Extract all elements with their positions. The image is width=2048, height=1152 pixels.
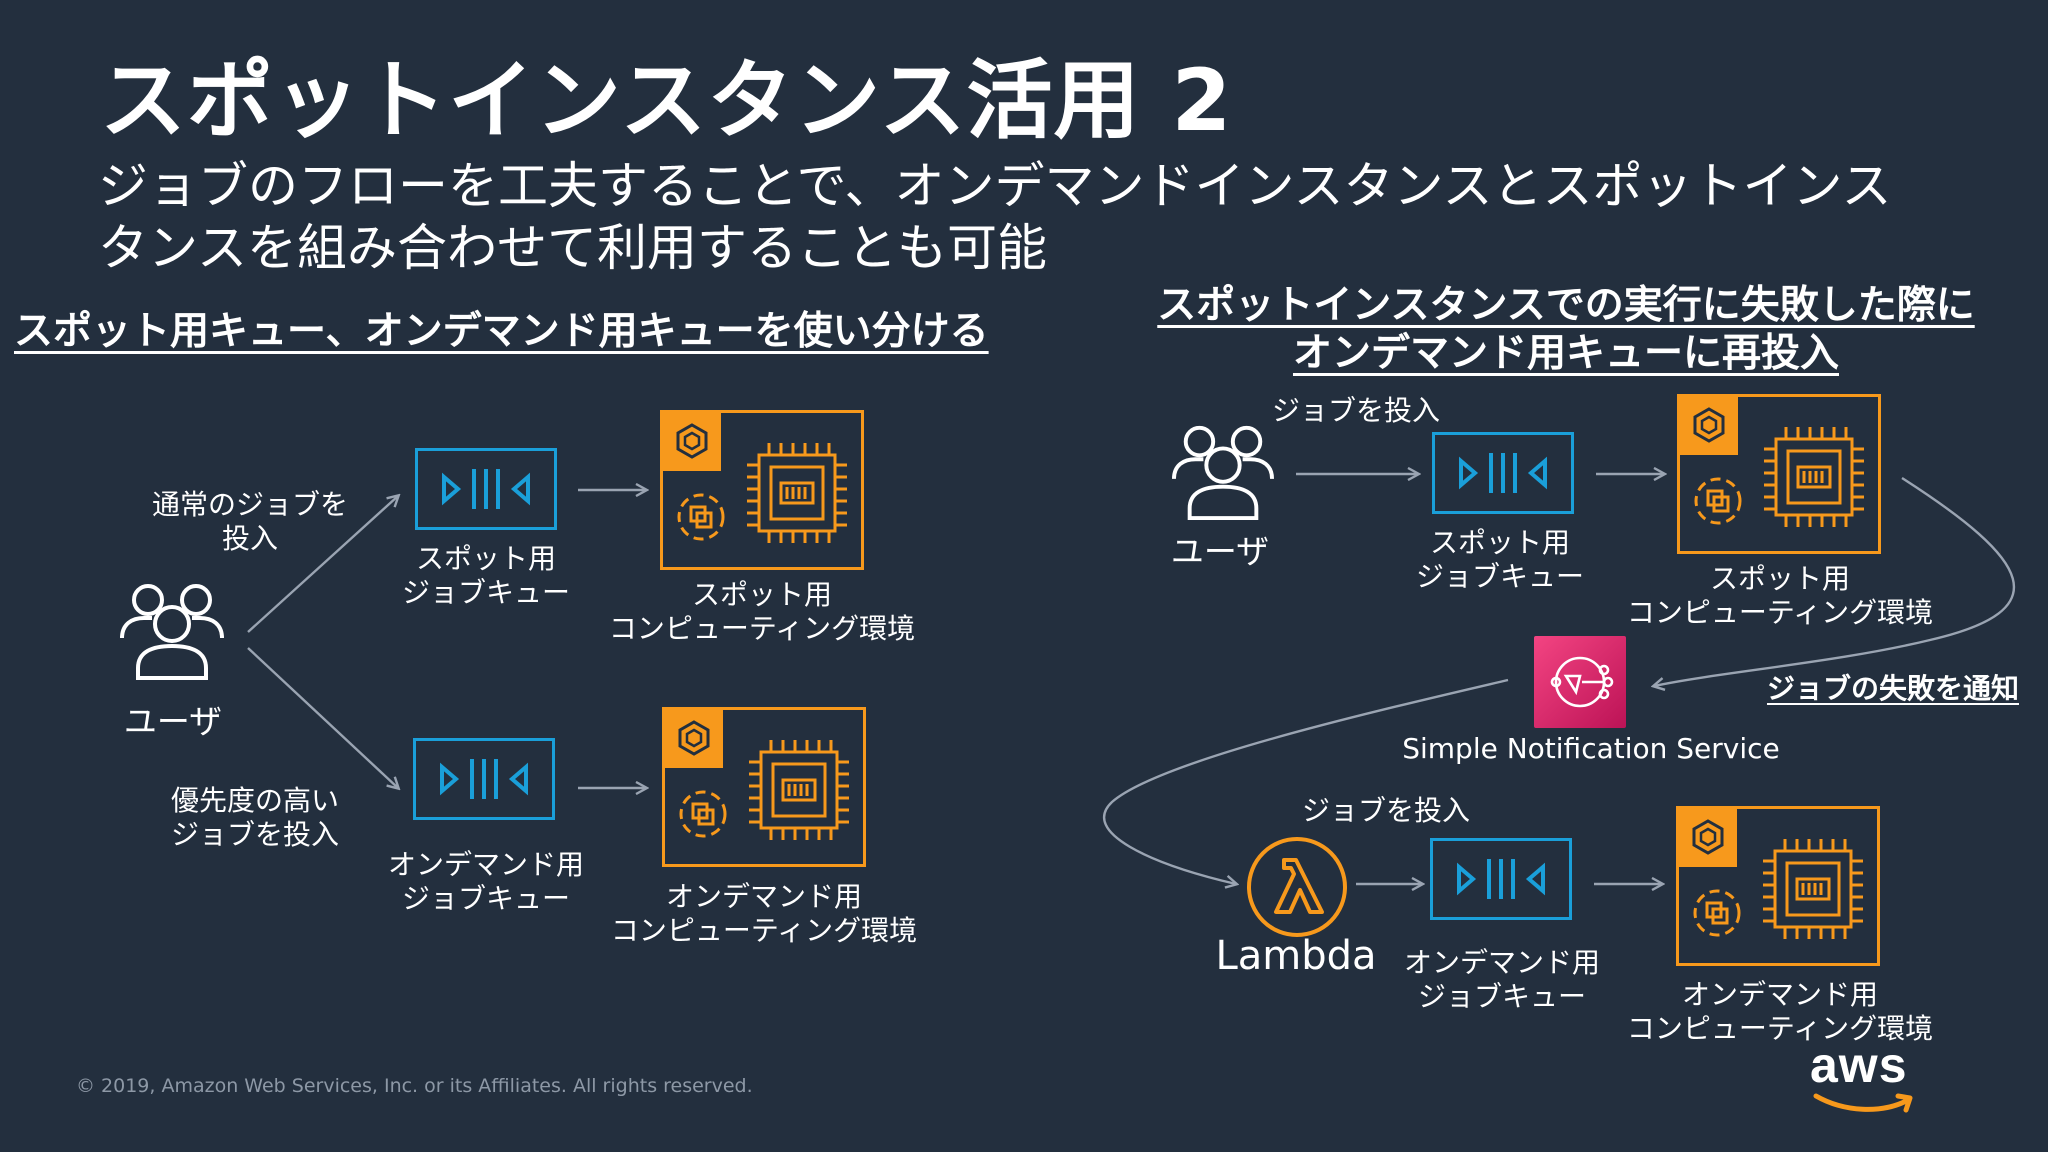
right-od-env-label-1: オンデマンド用 — [1681, 978, 1878, 1011]
left-top-arrow-label-1: 通常のジョブを — [151, 488, 348, 521]
aws-logo: aws — [1810, 1040, 1920, 1120]
left-bottom-arrow-label-2: ジョブを投入 — [170, 818, 339, 851]
subtitle-line-2: タンスを組み合わせて利用することも可能 — [98, 219, 1047, 277]
left-user-label: ユーザ — [123, 702, 223, 741]
batch-compute-env-icon — [660, 410, 864, 570]
copyright-text: © 2019, Amazon Web Services, Inc. or its… — [76, 1075, 753, 1097]
left-top-arrow-label: 通常のジョブを 投入 — [140, 488, 360, 556]
right-heading: スポットインスタンスでの実行に失敗した際に オンデマンド用キューに再投入 — [1136, 282, 1996, 378]
right-od-env-label: オンデマンド用 コンピューティング環境 — [1612, 978, 1948, 1046]
left-od-env-label: オンデマンド用 コンピューティング環境 — [596, 880, 932, 948]
people-icon — [118, 578, 226, 682]
right-spot-env-label-1: スポット用 — [1709, 562, 1850, 595]
job-queue-icon — [1432, 432, 1574, 514]
lambda-icon — [1246, 836, 1348, 938]
left-spot-queue-label-2: ジョブキュー — [401, 576, 570, 609]
left-spot-env-label: スポット用 コンピューティング環境 — [594, 578, 930, 646]
aws-logo-text: aws — [1810, 1037, 1908, 1093]
left-od-env-label-2: コンピューティング環境 — [610, 914, 918, 947]
lambda-label: Lambda — [1215, 933, 1377, 979]
right-spot-queue-label-1: スポット用 — [1429, 526, 1570, 559]
left-spot-queue-label: スポット用 ジョブキュー — [376, 542, 596, 610]
right-submit-label: ジョブを投入 — [1271, 394, 1440, 427]
right-resubmit-label: ジョブを投入 — [1301, 794, 1470, 827]
right-spot-env-label-2: コンピューティング環境 — [1626, 596, 1934, 629]
subtitle-line-1: ジョブのフローを工夫することで、オンデマンドインスタンスとスポットインス — [98, 157, 1892, 215]
aws-smile-icon — [1813, 1093, 1913, 1113]
left-heading: スポット用キュー、オンデマンド用キューを使い分ける — [14, 309, 989, 354]
right-heading-line-1: スポットインスタンスでの実行に失敗した際に — [1157, 283, 1975, 328]
right-od-queue-label: オンデマンド用 ジョブキュー — [1380, 946, 1624, 1014]
sns-icon — [1534, 636, 1626, 728]
job-queue-icon — [415, 448, 557, 530]
right-spot-env-label: スポット用 コンピューティング環境 — [1612, 562, 1948, 630]
right-od-queue-label-1: オンデマンド用 — [1403, 946, 1600, 979]
slide-title: スポットインスタンス活用 2 — [100, 51, 1233, 151]
notify-label: ジョブの失敗を通知 — [1766, 672, 2019, 705]
left-top-arrow-label-2: 投入 — [221, 522, 278, 555]
slide-subtitle: ジョブのフローを工夫することで、オンデマンドインスタンスとスポットインス タンス… — [98, 155, 1892, 279]
left-spot-queue-label-1: スポット用 — [415, 542, 556, 575]
right-heading-line-2: オンデマンド用キューに再投入 — [1292, 331, 1839, 376]
left-od-env-label-1: オンデマンド用 — [665, 880, 862, 913]
left-od-queue-label-1: オンデマンド用 — [387, 848, 584, 881]
left-spot-env-label-2: コンピューティング環境 — [608, 612, 916, 645]
left-od-queue-label: オンデマンド用 ジョブキュー — [364, 848, 608, 916]
right-user-label: ユーザ — [1170, 532, 1270, 571]
people-icon — [1170, 420, 1276, 522]
right-od-env-label-2: コンピューティング環境 — [1626, 1012, 1934, 1045]
left-bottom-arrow-label: 優先度の高い ジョブを投入 — [145, 784, 365, 852]
right-od-queue-label-2: ジョブキュー — [1417, 980, 1586, 1013]
left-spot-env-label-1: スポット用 — [691, 578, 832, 611]
left-bottom-arrow-label-1: 優先度の高い — [170, 784, 339, 817]
left-od-queue-label-2: ジョブキュー — [401, 882, 570, 915]
batch-compute-env-icon — [662, 707, 866, 867]
job-queue-icon — [1430, 838, 1572, 920]
batch-compute-env-icon — [1677, 394, 1881, 554]
right-spot-queue-label-2: ジョブキュー — [1415, 560, 1584, 593]
right-spot-queue-label: スポット用 ジョブキュー — [1390, 526, 1610, 594]
batch-compute-env-icon — [1676, 806, 1880, 966]
sns-label: Simple Notification Service — [1402, 732, 1780, 765]
job-queue-icon — [413, 738, 555, 820]
